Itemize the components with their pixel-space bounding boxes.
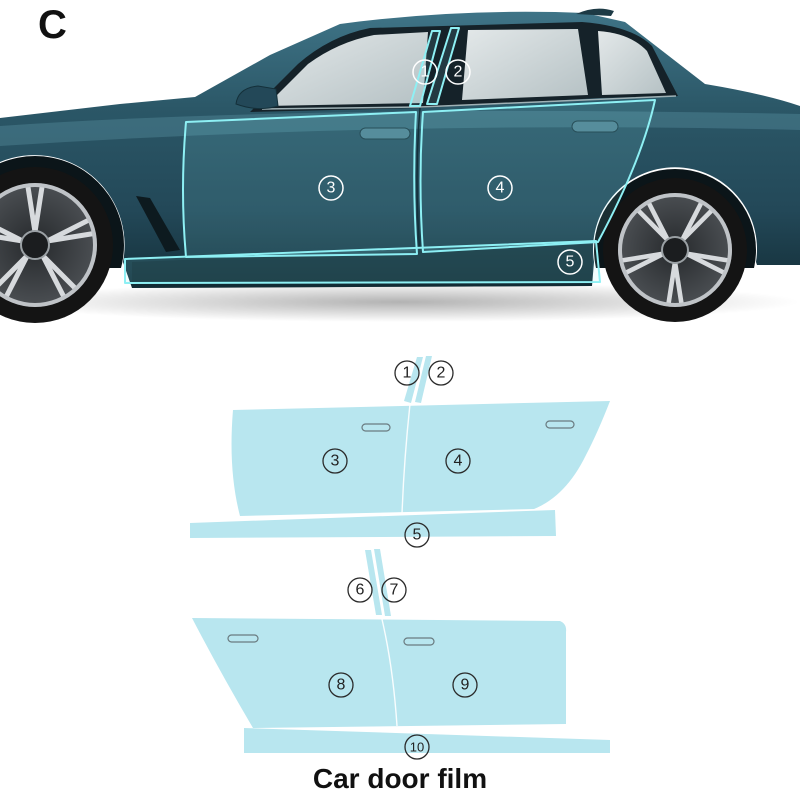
kit2-label-10: 10	[404, 734, 430, 760]
car-film-piece-3	[182, 111, 418, 258]
label-number: 3	[327, 180, 336, 197]
front-rim-lip	[0, 183, 97, 307]
film-piece-2	[415, 356, 432, 403]
label-number: 2	[437, 365, 446, 382]
label-circle	[452, 672, 478, 698]
kit2-label-8: 8	[328, 672, 354, 698]
caption: Car door film	[313, 763, 487, 794]
label-circle	[557, 249, 583, 275]
rear-door-window	[462, 29, 588, 100]
car-film-piece-4	[419, 99, 656, 253]
front-wheel	[0, 167, 113, 323]
front-hub	[20, 230, 50, 260]
photo-label-3: 3	[318, 175, 344, 201]
label-number: 4	[454, 453, 463, 470]
rear-wheel	[603, 178, 747, 322]
label-number: 5	[413, 527, 422, 544]
label-circle	[404, 734, 430, 760]
car-photo: 1 2 3 4 5	[0, 8, 800, 323]
film-door-panel	[231, 401, 610, 516]
label-number: 3	[331, 453, 340, 470]
door-seam	[380, 614, 398, 727]
handle-cutout	[545, 420, 575, 429]
label-number: 8	[337, 677, 346, 694]
label-circle	[381, 577, 407, 603]
label-number: 1	[403, 365, 412, 382]
kit1-label-1: 1	[394, 360, 420, 386]
film-kit-2: 6 7 8 9 10	[192, 549, 610, 760]
label-number: 1	[421, 64, 430, 81]
rocker-shade	[132, 244, 592, 288]
label-circle	[428, 360, 454, 386]
variant-label: C	[38, 3, 67, 47]
label-number: 5	[566, 254, 575, 271]
kit2-label-7: 7	[381, 577, 407, 603]
rear-hub	[661, 236, 689, 264]
roof-antenna	[576, 8, 614, 16]
film-door-panel	[192, 618, 567, 728]
kit1-label-5: 5	[404, 522, 430, 548]
side-mirror	[235, 85, 279, 110]
label-circle	[394, 360, 420, 386]
kit2-label-9: 9	[452, 672, 478, 698]
label-number: 2	[454, 64, 463, 81]
car-shadow	[0, 282, 800, 322]
photo-label-5: 5	[557, 249, 583, 275]
kit1-label-4: 4	[445, 448, 471, 474]
label-circle	[328, 672, 354, 698]
front-door-window	[266, 32, 428, 106]
film-kit-1: 1 2 3 4 5	[190, 356, 610, 548]
label-number: 7	[390, 582, 399, 599]
rear-door-handle	[571, 120, 619, 133]
car-film-piece-2	[426, 27, 460, 105]
label-number: 10	[410, 740, 424, 755]
handle-cutout	[227, 634, 259, 643]
label-number: 6	[356, 582, 365, 599]
quarter-window	[598, 31, 666, 95]
label-number: 9	[461, 677, 470, 694]
photo-label-1: 1	[412, 59, 438, 85]
door-seam	[401, 403, 411, 515]
label-circle	[445, 448, 471, 474]
label-circle	[347, 577, 373, 603]
door-gap	[416, 107, 421, 255]
kit2-label-6: 6	[347, 577, 373, 603]
car-film-piece-1	[409, 30, 441, 107]
photo-label-2: 2	[445, 59, 471, 85]
rear-rim-lip	[618, 193, 732, 307]
film-sill-piece	[190, 510, 556, 538]
label-number: 4	[496, 180, 505, 197]
label-circle	[445, 59, 471, 85]
handle-cutout	[403, 637, 435, 646]
label-circle	[404, 522, 430, 548]
kit1-label-2: 2	[428, 360, 454, 386]
label-circle	[487, 175, 513, 201]
label-circle	[318, 175, 344, 201]
kit1-label-3: 3	[322, 448, 348, 474]
handle-cutout	[361, 423, 391, 432]
label-circle	[322, 448, 348, 474]
label-circle	[412, 59, 438, 85]
front-door-handle	[359, 127, 411, 140]
film-piece-6	[365, 550, 382, 615]
fender-vent	[136, 196, 180, 252]
photo-label-4: 4	[487, 175, 513, 201]
car-film-piece-5	[124, 240, 601, 284]
